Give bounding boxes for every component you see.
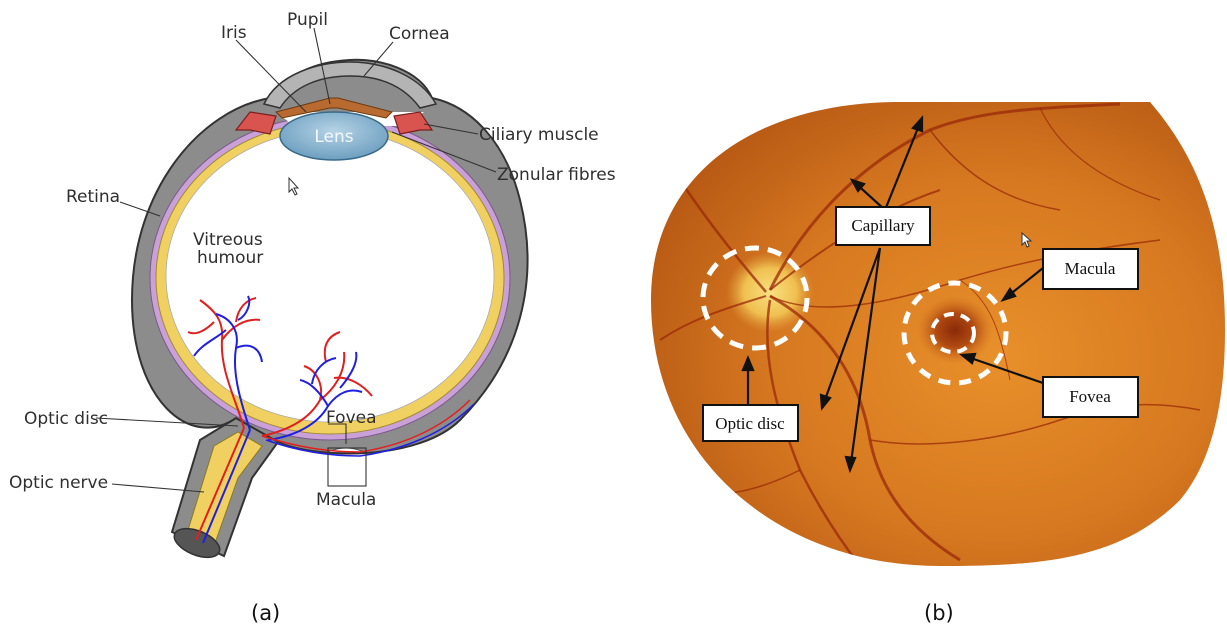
label-cornea: Cornea [389, 24, 450, 44]
label-fovea: Fovea [326, 408, 377, 428]
label-zonular-fibres: Zonular fibres [497, 165, 616, 185]
label-pupil: Pupil [287, 10, 328, 30]
label-optic-disc: Optic disc [24, 409, 108, 429]
label-capillary: Capillary [851, 216, 915, 235]
label-macula-a: Macula [316, 490, 376, 510]
caption-b: (b) [924, 601, 954, 625]
label-ciliary-muscle: Ciliary muscle [479, 125, 599, 145]
label-vitreous-1: Vitreous [193, 230, 263, 250]
label-iris: Iris [221, 23, 247, 43]
label-lens: Lens [314, 127, 353, 147]
label-macula-b: Macula [1065, 259, 1116, 278]
label-retina: Retina [66, 187, 120, 207]
label-vitreous-2: humour [197, 248, 263, 268]
label-optic-nerve: Optic nerve [9, 473, 108, 493]
fundus-photo: Capillary Macula Optic disc Fovea (b) [651, 102, 1225, 625]
label-fovea-b: Fovea [1069, 387, 1111, 406]
vitreous-humour [166, 130, 494, 422]
macula-dark [917, 296, 993, 364]
caption-a: (a) [251, 601, 280, 625]
eye-diagram: Pupil Iris Cornea Lens Ciliary muscle Zo… [9, 10, 616, 625]
label-optic-disc-b: Optic disc [715, 414, 785, 433]
